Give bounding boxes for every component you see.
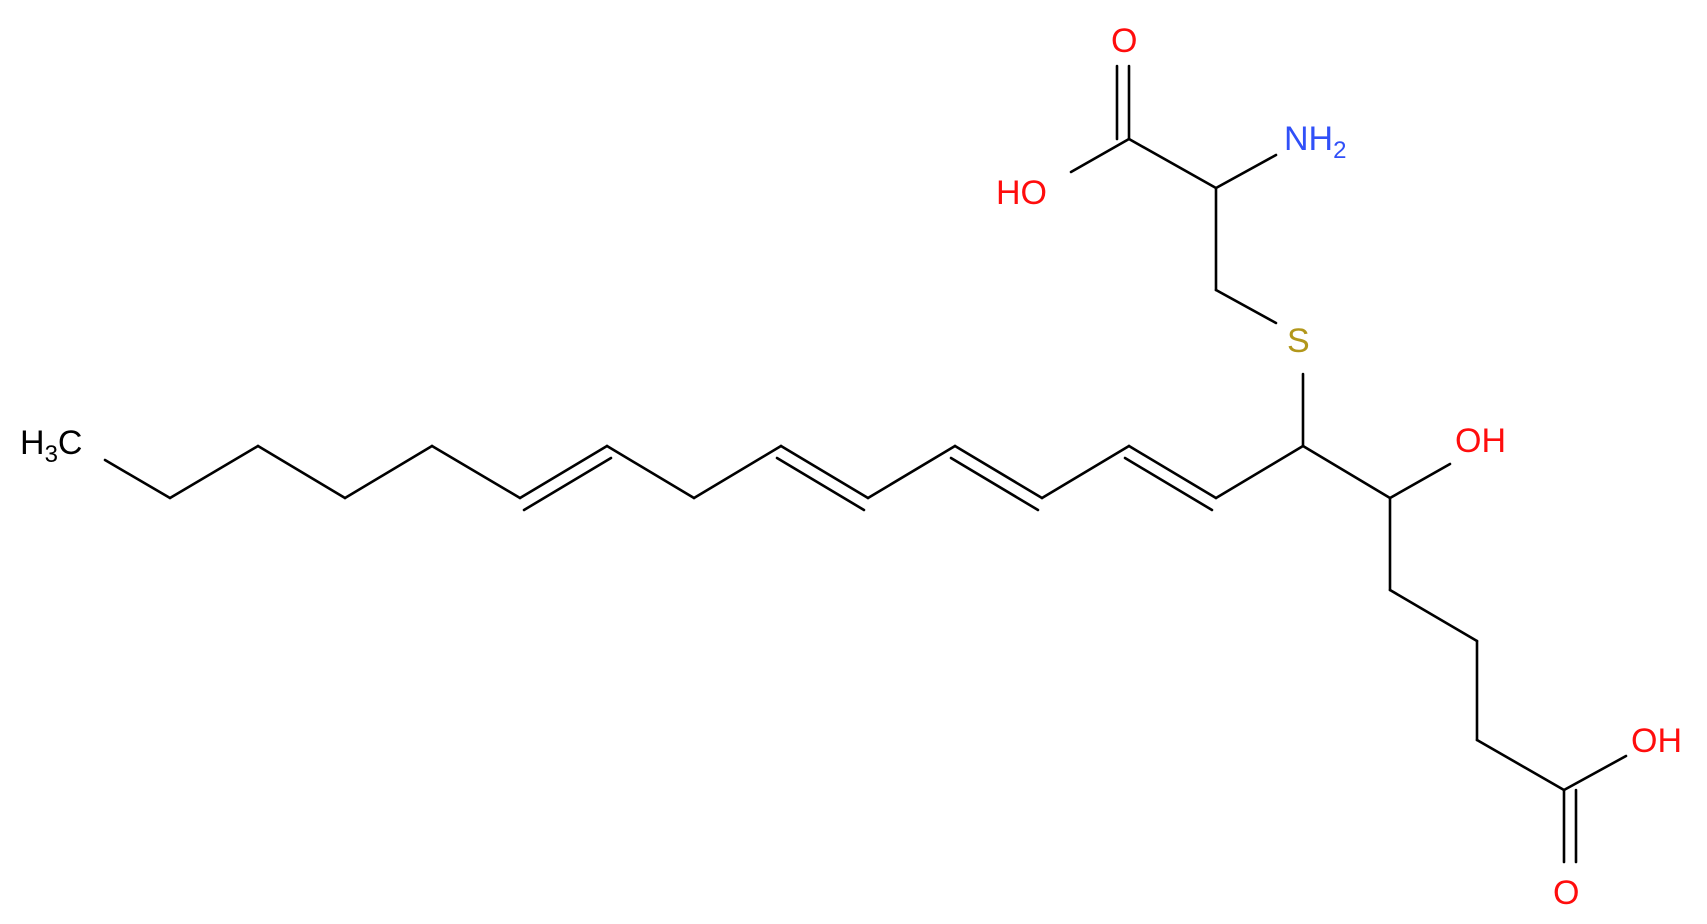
bonds — [103, 64, 1628, 864]
amine-group: NH2 — [1284, 120, 1346, 164]
double-bond-c6-c7-b — [522, 456, 613, 512]
bond-c15-c16 — [1301, 444, 1392, 500]
bond-carboxyl-oh — [1069, 137, 1131, 174]
carboxyl-hydroxyl-top: HO — [996, 174, 1047, 212]
double-bond-c13-c14-b — [1123, 456, 1214, 512]
bond-c20-oh — [1562, 754, 1628, 792]
bond-c10-c11 — [866, 444, 957, 500]
bond-c16-oh — [1388, 462, 1452, 500]
bond-c3-c4 — [256, 444, 347, 500]
carboxyl-hydroxyl-bottom: OH — [1631, 722, 1682, 760]
double-bond-c9-c10-a — [779, 444, 870, 500]
methyl-h: H — [20, 424, 45, 462]
bond-c7-c8 — [605, 444, 696, 500]
carbonyl-oxygen-bottom: O — [1553, 874, 1579, 912]
hydroxyl-group: OH — [1455, 422, 1506, 460]
methyl-c: C — [58, 424, 83, 462]
double-bond-c11-c12-b — [949, 456, 1040, 512]
bond-calpha-ccarboxyl — [1127, 137, 1218, 190]
bond-c19-c20 — [1475, 738, 1566, 792]
bond-c5-c6 — [430, 444, 522, 500]
amine-subscript: 2 — [1333, 137, 1346, 164]
double-bond-c6-c7-a — [518, 444, 609, 500]
bond-c2-c3 — [168, 444, 260, 500]
sulfur-atom: S — [1287, 322, 1310, 360]
bond-calpha-n — [1214, 153, 1278, 190]
amine-nh: NH — [1284, 120, 1333, 158]
carbonyl-oxygen-top: O — [1111, 22, 1137, 60]
bond-c12-c13 — [1040, 444, 1131, 500]
double-bond-c11-c12-a — [953, 444, 1044, 500]
bond-c8-c9 — [692, 444, 783, 500]
bond-c1-c2 — [103, 458, 172, 500]
methyl-label: H3C — [20, 424, 82, 468]
bond-c14-c15 — [1214, 444, 1305, 500]
bond-s-ch2 — [1214, 288, 1278, 325]
bond-c4-c5 — [343, 444, 434, 500]
methyl-subscript: 3 — [45, 441, 58, 468]
double-bond-c9-c10-b — [775, 456, 866, 512]
double-bond-c13-c14-a — [1127, 444, 1218, 500]
atom-labels: H3C O HO NH2 S OH OH O — [20, 22, 1682, 912]
bond-c17-c18 — [1388, 588, 1479, 643]
